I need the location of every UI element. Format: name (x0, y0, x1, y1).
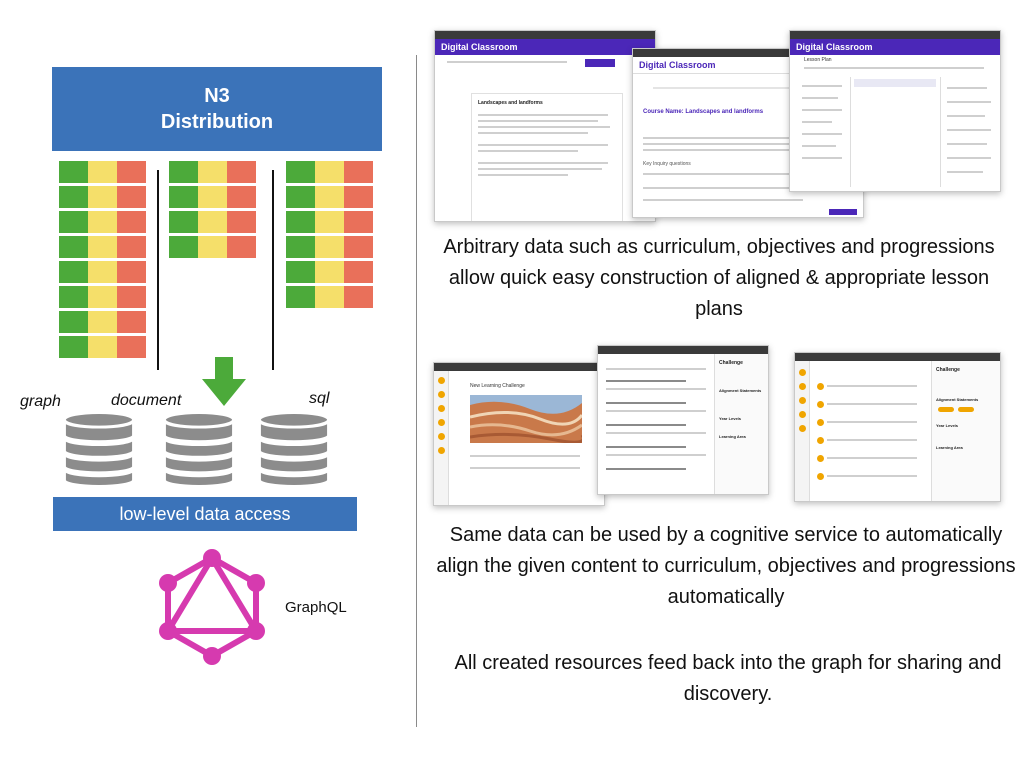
header-line1: N3 (204, 85, 230, 107)
key-inquiry-title: Key Inquiry questions (643, 161, 691, 167)
screenshot-aligned-results: Challenge Alignment Statements Year Leve… (794, 352, 1001, 502)
data-row (59, 161, 146, 183)
year-levels-label: Year Levels (719, 416, 742, 421)
n3-distribution-header: N3 Distribution (52, 67, 382, 151)
down-arrow-icon (202, 357, 246, 406)
graphql-logo-icon (159, 549, 265, 665)
data-row (59, 336, 146, 358)
learning-area-label-2: Learning Area (936, 445, 963, 450)
data-row (286, 211, 373, 233)
year-levels-label-2: Year Levels (936, 423, 959, 428)
caption-middle: Same data can be used by a cognitive ser… (436, 524, 1016, 608)
card-title: Landscapes and landforms (478, 100, 543, 106)
challenge-label: Challenge (719, 360, 743, 366)
database-icon (163, 412, 235, 487)
store-label-graph: graph (20, 393, 61, 410)
data-stack-document (169, 161, 256, 258)
data-row (169, 161, 256, 183)
screenshot-lesson-plan: Digital Classroom Lesson Plan (789, 30, 1001, 192)
alignment-label: Alignment Statements (719, 388, 762, 393)
vertical-divider (416, 55, 417, 727)
learning-area-label: Learning Area (719, 434, 746, 439)
data-row (59, 286, 146, 308)
caption-top: Arbitrary data such as curriculum, objec… (443, 236, 995, 320)
caption-bottom: All created resources feed back into the… (454, 652, 1002, 705)
data-stack-graph (59, 161, 146, 358)
data-row (169, 236, 256, 258)
screenshot-curriculum-card: Digital Classroom Landscapes and landfor… (434, 30, 656, 222)
lesson-plan-title: Lesson Plan (804, 57, 832, 63)
landscape-photo (470, 395, 582, 443)
data-row (169, 186, 256, 208)
data-row (286, 286, 373, 308)
screenshot-alignment: Challenge Alignment Statements Year Leve… (597, 345, 769, 495)
header-line2: Distribution (160, 111, 274, 133)
store-label-sql: sql (309, 390, 330, 407)
app-title: Digital Classroom (435, 39, 655, 55)
separator-line (157, 170, 159, 370)
data-row (59, 311, 146, 333)
challenge-label-2: Challenge (936, 367, 960, 373)
course-title: Course Name: Landscapes and landforms (643, 109, 764, 115)
data-row (286, 236, 373, 258)
data-row (286, 161, 373, 183)
data-stack-sql (286, 161, 373, 308)
graphql-label: GraphQL (285, 599, 347, 616)
separator-line (272, 170, 274, 370)
database-icon (258, 412, 330, 487)
data-row (59, 211, 146, 233)
low-level-data-access-bar: low-level data access (53, 497, 357, 531)
data-row (59, 261, 146, 283)
data-row (286, 261, 373, 283)
data-row (59, 186, 146, 208)
store-label-document: document (111, 392, 182, 409)
new-challenge-title: New Learning Challenge (470, 383, 525, 389)
data-row (169, 211, 256, 233)
data-row (59, 236, 146, 258)
app-title-3: Digital Classroom (790, 39, 1000, 55)
database-icon (63, 412, 135, 487)
screenshot-new-challenge: New Learning Challenge (433, 362, 605, 506)
data-row (286, 186, 373, 208)
alignment-label-2: Alignment Statements (936, 397, 979, 402)
